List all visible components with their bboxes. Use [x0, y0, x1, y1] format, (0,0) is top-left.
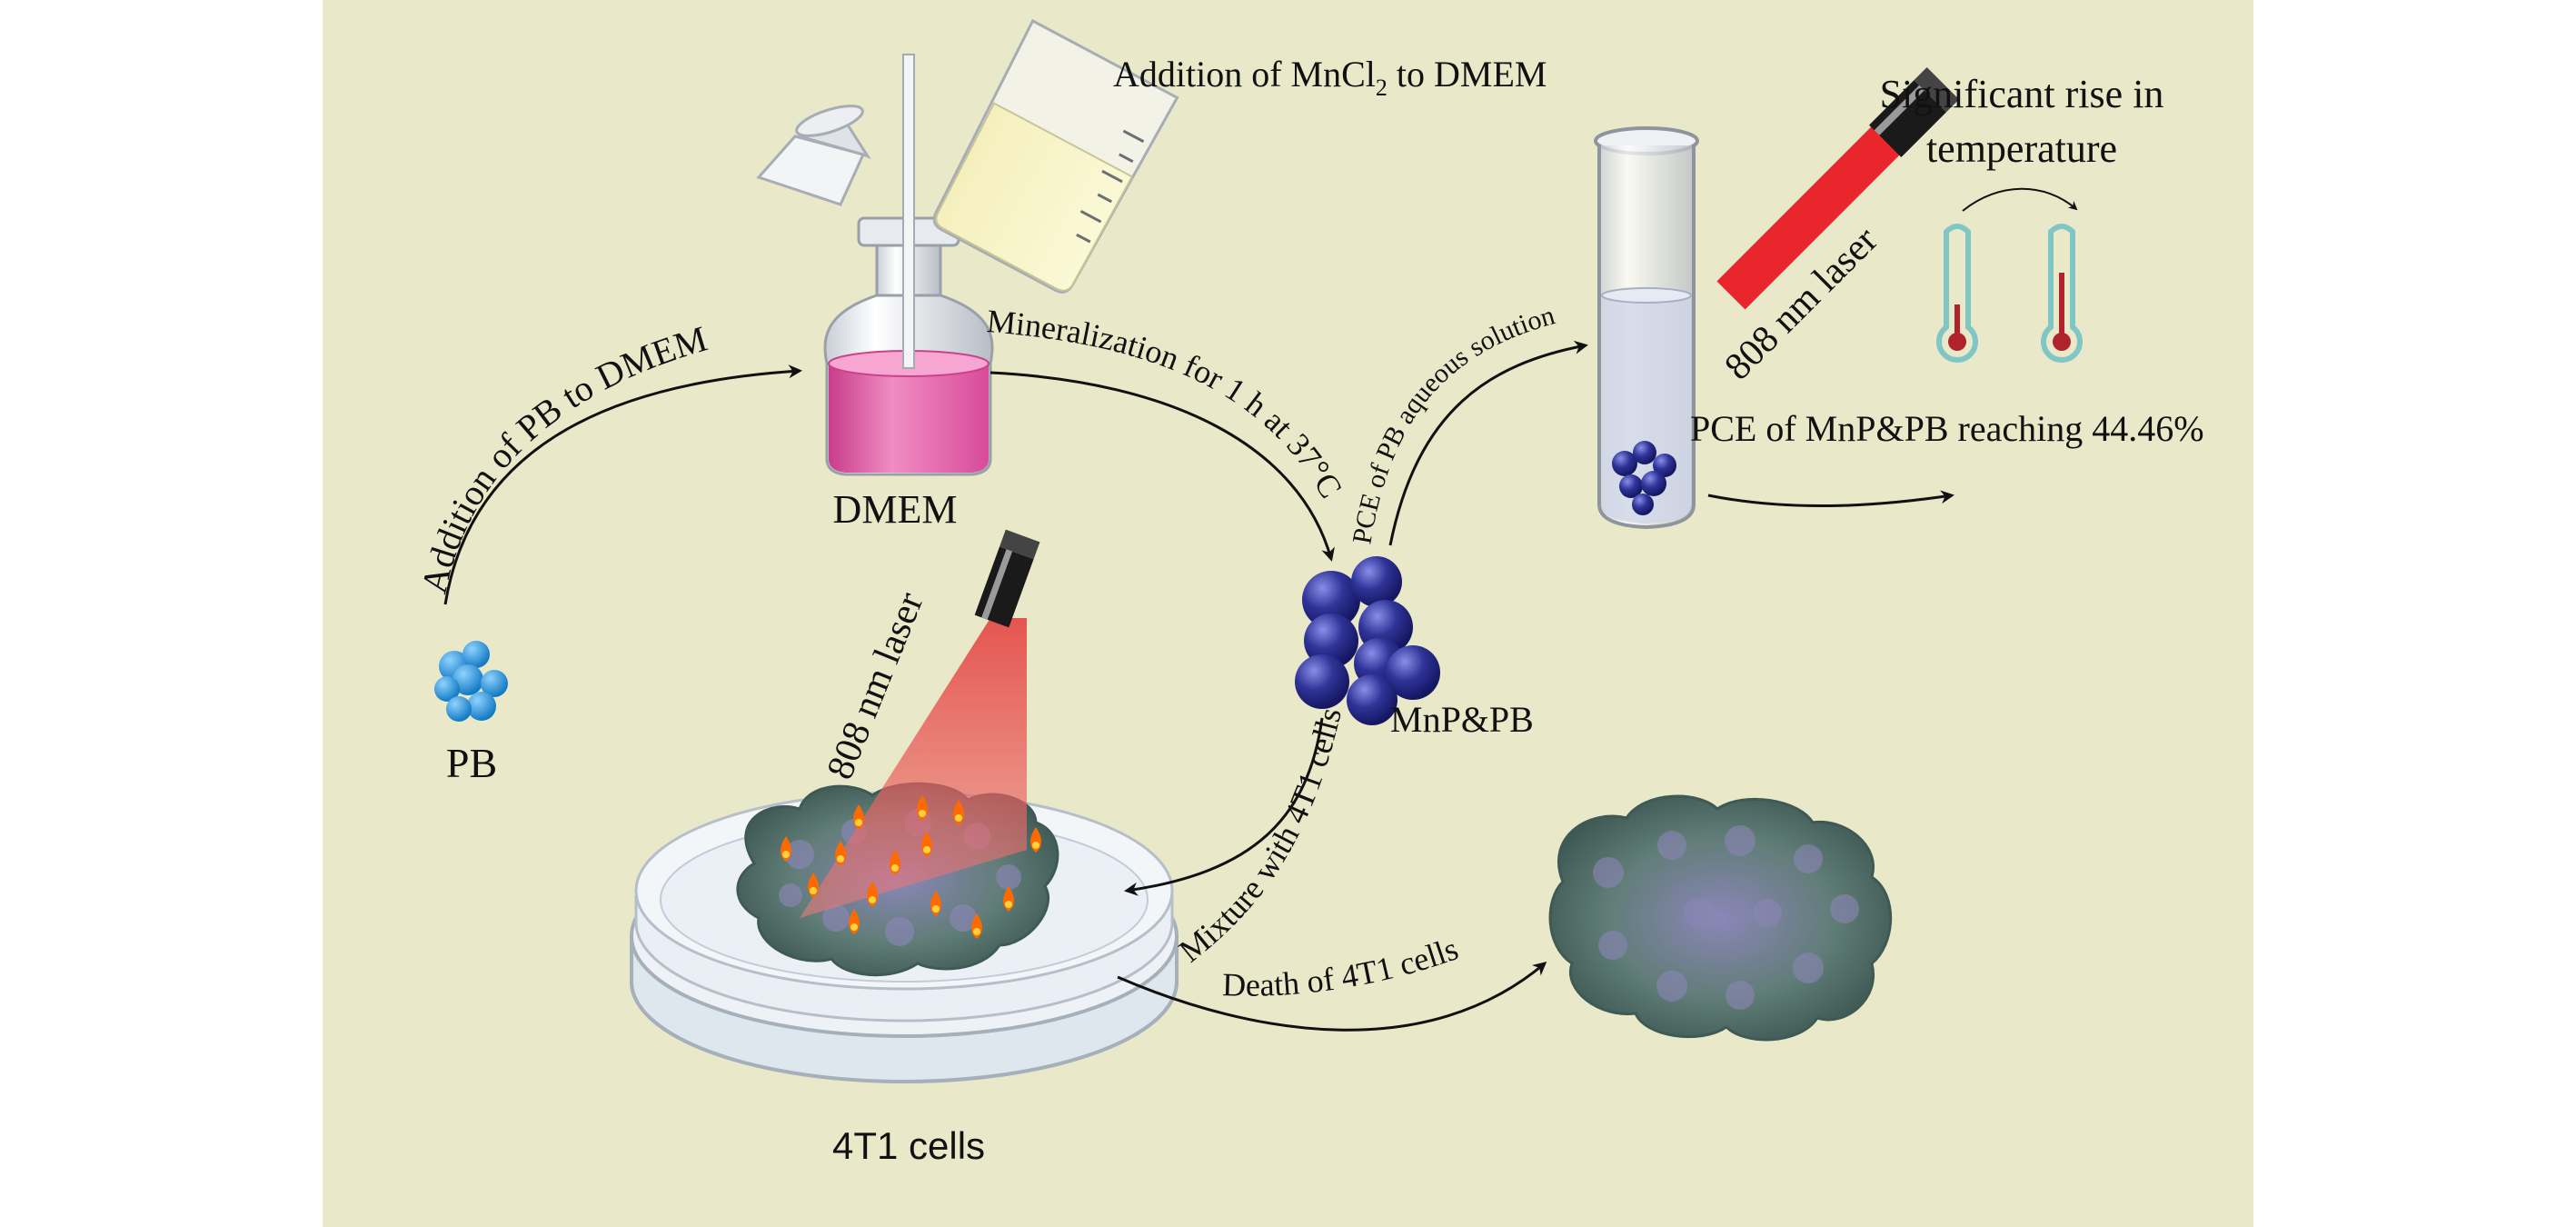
arrow-death: [1117, 962, 1547, 1032]
mnp-particles-icon: [1295, 556, 1440, 725]
arrow-temp-rise: [1962, 187, 2078, 212]
beaker-icon: [932, 18, 1179, 294]
arrow-mineralization: [990, 371, 1335, 562]
dmem-label: DMEM: [833, 487, 958, 532]
arrow-mixture: [1124, 717, 1324, 896]
pce-mnp-label: PCE of MnP&PB reaching 44.46%: [1690, 408, 2204, 449]
flame-icon: [781, 795, 1041, 939]
arrow-pce-pb: [1388, 340, 1588, 546]
dead-cells-icon: [1548, 794, 1893, 1042]
temperature-label-line2: temperature: [1926, 126, 2117, 171]
thermometer-high-icon: [2041, 224, 2083, 363]
addition-mncl2-label: Addition of MnCl2 to DMEM: [1113, 54, 1547, 101]
temperature-label-line1: Significant rise in: [1880, 72, 2164, 116]
panel-background: [323, 0, 2253, 1227]
arrow-tube-result: [1707, 490, 1954, 508]
test-tube-icon: [1594, 126, 1699, 530]
dish-laser-device-icon: [800, 529, 1040, 918]
mnp-pb-label: MnP&PB: [1390, 699, 1534, 740]
pb-particles-icon: [434, 641, 508, 722]
cells-4t1-label: 4T1 cells: [832, 1124, 985, 1167]
thermometer-low-icon: [1936, 224, 1978, 363]
laser-device-icon: [1716, 66, 1960, 310]
arrow-pb-to-dmem: [443, 364, 802, 605]
lid-cup-icon: [756, 105, 871, 206]
dmem-bottle-icon: [823, 54, 994, 476]
pb-label: PB: [446, 740, 497, 786]
